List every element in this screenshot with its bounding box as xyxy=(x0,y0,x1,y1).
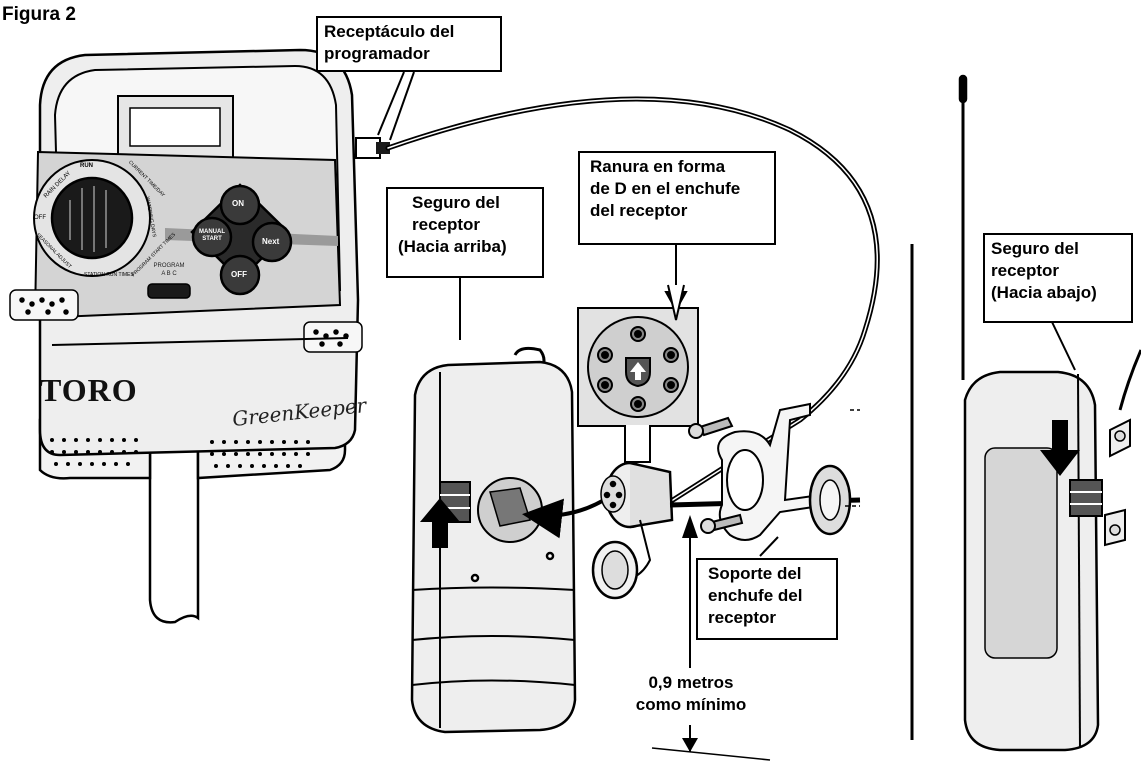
callout-line: enchufe del xyxy=(708,586,803,605)
callout-line: Ranura en forma xyxy=(590,157,726,176)
controller xyxy=(9,48,390,624)
vent-holes-right xyxy=(210,440,310,468)
on-button xyxy=(219,184,261,226)
callout-line: de D en el enchufe xyxy=(590,179,741,198)
start-label: START xyxy=(202,236,222,242)
callout-line: Soporte del xyxy=(708,564,802,583)
on-button-label: ON xyxy=(232,199,244,208)
figure-title: Figura 2 xyxy=(2,4,76,25)
selector-dial xyxy=(50,176,134,260)
screw-top xyxy=(698,416,734,437)
manual-start-label: MANUAL START xyxy=(199,229,225,243)
callout-line: Receptáculo del xyxy=(324,22,455,41)
dial-label-run-times: STATION RUN TIMES xyxy=(84,272,134,278)
next-button-label: Next xyxy=(262,237,280,246)
manual-start-button xyxy=(191,216,233,258)
receiver-right-window xyxy=(984,447,1058,659)
plug-face-detail xyxy=(577,307,699,463)
distance-label: 0,9 metros como mínimo xyxy=(610,672,772,716)
program-letters: A B C xyxy=(161,271,177,277)
program-selector xyxy=(147,283,191,299)
callout-line: (Hacia abajo) xyxy=(991,283,1097,302)
callout-d-slot: Ranura en forma de D en el enchufe del r… xyxy=(578,151,776,245)
callout-line: receptor xyxy=(708,608,777,627)
callout-line: Seguro del xyxy=(991,239,1079,258)
vent-holes-left xyxy=(50,438,138,466)
dial-label-off: OFF xyxy=(34,215,46,221)
next-button xyxy=(251,221,293,263)
brand-logo: TORO xyxy=(40,372,138,408)
callout-line: del receptor xyxy=(590,201,688,220)
program-label: PROGRAM A B C xyxy=(145,262,193,278)
dial-label-run: RUN xyxy=(80,163,93,169)
callout-line: (Hacia arriba) xyxy=(398,237,507,256)
receiver-left xyxy=(410,346,577,734)
controller-latch-right xyxy=(303,321,363,353)
callout-plug-bracket: Soporte del enchufe del receptor xyxy=(696,558,838,640)
plug-bracket xyxy=(688,402,852,541)
receiver-right xyxy=(958,74,1141,752)
manual-label: MANUAL xyxy=(199,229,225,235)
receiver-right-lock xyxy=(1069,479,1103,517)
callout-line: receptor xyxy=(991,261,1060,280)
lock-down-arrow-icon xyxy=(1040,420,1080,476)
distance-line-1: 0,9 metros xyxy=(648,673,734,692)
callout-line: Seguro del xyxy=(412,193,500,212)
off-button-label: OFF xyxy=(231,270,247,279)
receiver-plug xyxy=(591,461,674,600)
callout-line: programador xyxy=(324,44,430,63)
callout-receiver-lock-down: Seguro del receptor (Hacia abajo) xyxy=(983,233,1133,323)
callout-receiver-lock-up: Seguro del receptor (Hacia arriba) xyxy=(386,187,544,278)
distance-line-2: como mínimo xyxy=(635,695,747,714)
receiver-left-body xyxy=(410,360,577,734)
callout-controller-receptacle: Receptáculo del programador xyxy=(316,16,502,72)
off-button xyxy=(219,254,261,296)
controller-latch-left xyxy=(9,289,79,321)
callout-line: receptor xyxy=(412,215,481,234)
mounting-pipe xyxy=(148,440,200,624)
program-title: PROGRAM xyxy=(153,263,185,269)
lock-up-arrow-icon xyxy=(420,498,460,548)
